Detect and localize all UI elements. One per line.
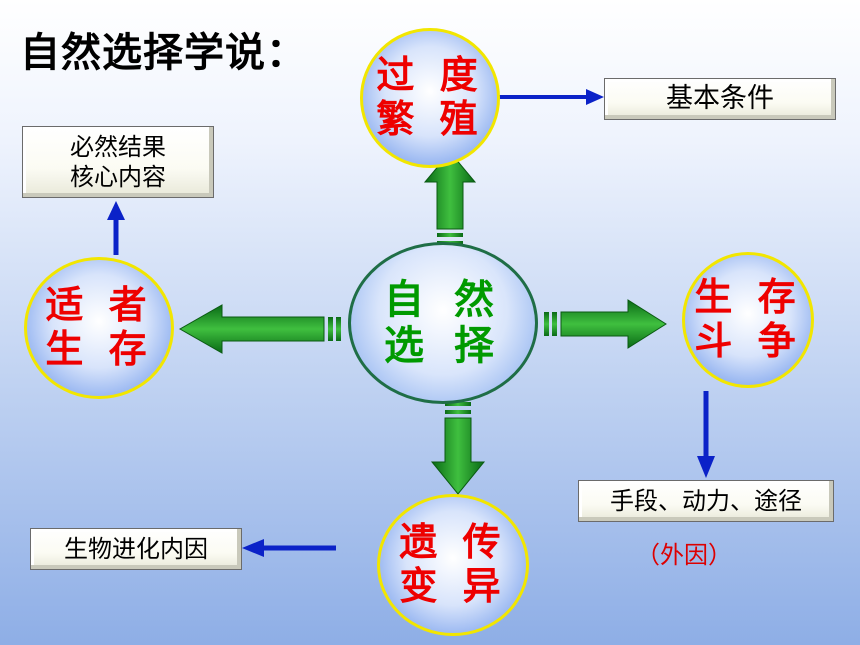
node-overproduction-line-1: 过 度 xyxy=(376,53,484,98)
box-basic-condition: 基本条件 xyxy=(604,78,836,120)
node-survival-line-2: 生 存 xyxy=(45,327,153,371)
box-internal-cause-text: 生物进化内因 xyxy=(64,535,208,563)
node-overproduction: 过 度 繁 殖 xyxy=(360,28,500,168)
box-internal-cause: 生物进化内因 xyxy=(30,528,242,570)
green-arrow-down xyxy=(430,402,486,495)
box-means-motivation-pathway: 手段、动力、途径 xyxy=(578,480,834,522)
box-inevitable-result-line-1: 必然结果 xyxy=(70,133,166,161)
node-heredity-line-2: 变 异 xyxy=(399,564,507,608)
diagram-title: 自然选择学说： xyxy=(20,30,307,76)
blue-arrow-to-inevitable-result xyxy=(107,201,125,255)
node-heredity-variation: 遗 传 变 异 xyxy=(377,494,529,636)
center-node-line-2: 选 择 xyxy=(384,323,502,369)
node-struggle-line-1: 生 存 xyxy=(694,275,802,320)
node-survival-of-fittest: 适 者 生 存 xyxy=(24,257,174,399)
node-overproduction-line-2: 繁 殖 xyxy=(376,97,484,141)
external-cause-note: （外因） xyxy=(636,541,732,569)
box-inevitable-result: 必然结果 核心内容 xyxy=(22,126,214,198)
node-struggle-for-existence: 生 存 斗 争 xyxy=(682,252,814,388)
node-survival-line-1: 适 者 xyxy=(45,283,153,328)
blue-arrow-to-basic-condition xyxy=(498,89,604,105)
center-node-line-1: 自 然 xyxy=(384,277,502,323)
box-inevitable-result-line-2: 核心内容 xyxy=(70,163,166,191)
box-means-text: 手段、动力、途径 xyxy=(610,487,802,515)
center-node-natural-selection: 自 然 选 择 xyxy=(348,242,538,404)
box-basic-condition-text: 基本条件 xyxy=(666,83,774,115)
node-heredity-line-1: 遗 传 xyxy=(399,520,507,565)
green-arrow-right xyxy=(544,299,667,349)
node-struggle-line-2: 斗 争 xyxy=(694,319,802,363)
blue-arrow-to-means xyxy=(697,391,715,478)
blue-arrow-to-internal-cause xyxy=(242,539,336,557)
green-arrow-left xyxy=(178,304,341,354)
